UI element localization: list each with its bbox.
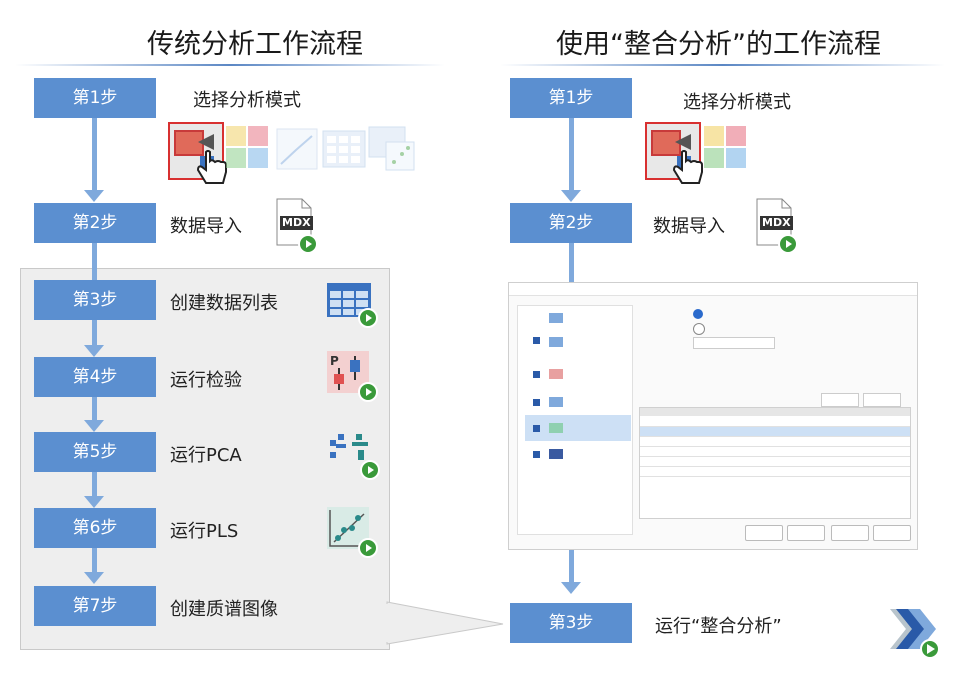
left-step-5-box: 第5步 [34,432,156,472]
connector-arrow [84,420,104,432]
data-table-icon [322,130,366,168]
run-icon [358,382,378,402]
add-icon [298,234,318,254]
left-title-rule [15,64,445,66]
left-step-6-text: 运行PLS [170,521,239,542]
mdx-badge: MDX [760,216,793,230]
connector-line [569,243,574,283]
connector-arrow [561,582,581,594]
pls-icon [326,506,378,558]
right-step-3-text: 运行“整合分析” [655,616,782,637]
multi-analysis-icon [226,126,270,170]
multi-analysis-icon [704,126,748,170]
left-step-1-text: 选择分析模式 [193,90,301,111]
left-step-3-text: 创建数据列表 [170,293,278,314]
connector-arrow [84,572,104,584]
connector-arrow [561,190,581,202]
left-flow-title: 传统分析工作流程 [147,29,363,60]
right-step-1-text: 选择分析模式 [683,92,791,113]
mdx-badge: MDX [280,216,313,230]
integrated-analysis-dialog-thumbnail [508,282,918,550]
scatter-table-icon [368,126,415,171]
connector-line [92,547,97,577]
hand-cursor-icon [196,150,227,184]
left-step-3-box: 第3步 [34,280,156,320]
pca-icon [326,430,380,480]
connector-line [569,118,574,190]
mdx-import-icon: MDX [276,198,318,254]
connector-line [92,118,97,190]
right-flow-title: 使用“整合分析”的工作流程 [556,29,881,60]
svg-text:P: P [330,354,339,368]
panel-callout-tail [386,601,504,645]
connector-arrow [84,345,104,357]
connector-arrow [84,496,104,508]
connector-arrow [84,190,104,202]
right-title-rule [500,64,945,66]
right-step-2-box: 第2步 [510,203,632,243]
analysis-mode-selected-icon [645,122,701,180]
add-icon [778,234,798,254]
left-step-2-text: 数据导入 [170,216,242,237]
right-step-2-text: 数据导入 [653,216,725,237]
hand-cursor-icon [672,150,703,184]
left-step-2-box: 第2步 [34,203,156,243]
mdx-import-icon: MDX [756,198,798,254]
connector-line [569,548,574,584]
integrated-analysis-run-icon [890,609,940,659]
right-step-1-box: 第1步 [510,78,632,118]
connector-line [92,471,97,501]
left-step-4-text: 运行检验 [170,370,242,391]
run-icon [358,538,378,558]
run-icon [360,460,380,480]
left-step-6-box: 第6步 [34,508,156,548]
test-boxplot-icon: P [326,350,378,402]
left-step-7-text: 创建质谱图像 [170,599,278,620]
left-step-4-box: 第4步 [34,357,156,397]
run-icon [358,308,378,328]
connector-line [92,396,97,426]
connector-line [92,320,97,350]
connector-line [92,243,97,278]
line-chart-icon [276,128,318,170]
left-step-7-box: 第7步 [34,586,156,626]
connector-line [92,268,97,280]
left-step-1-box: 第1步 [34,78,156,118]
data-list-icon [326,282,378,328]
left-step-5-text: 运行PCA [170,445,242,466]
right-step-3-box: 第3步 [510,603,632,643]
